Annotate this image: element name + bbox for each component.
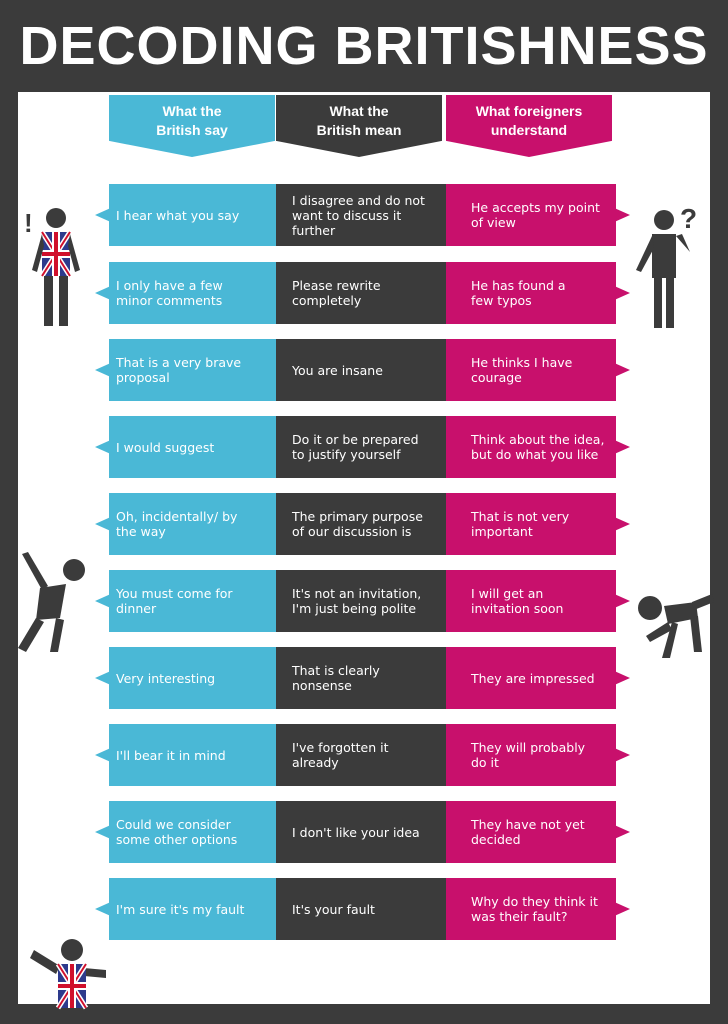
cell-line: completely — [292, 293, 362, 308]
cell-british-say: I'll bear it in mind — [95, 724, 276, 786]
cell-british-mean: It's your fault — [276, 878, 446, 940]
cell-line: proposal — [116, 370, 170, 385]
cell-line: of view — [471, 215, 516, 230]
cell-line: I've forgotten it — [292, 740, 389, 755]
page-title: DECODING BRITISHNESS — [19, 16, 709, 76]
cell-line: Very interesting — [116, 670, 216, 686]
cell-line: Think about the idea, — [471, 432, 605, 447]
cell-foreigners-understand: They are impressed — [446, 647, 630, 709]
cell-line: Oh, incidentally/ by — [116, 509, 238, 524]
cell-line: was their fault? — [471, 909, 568, 924]
cell-british-mean: I don't like your idea — [276, 801, 446, 863]
cell-british-mean: It's not an invitation,I'm just being po… — [276, 570, 446, 632]
cell-line: The primary purpose — [292, 509, 423, 524]
cell-british-say: I'm sure it's my fault — [95, 878, 276, 940]
cell-line: want to discuss it — [292, 207, 402, 223]
cell-line: dinner — [116, 601, 157, 616]
cell-line: They are impressed — [471, 670, 595, 686]
union-jack-man-exclaiming-icon: ! — [24, 208, 80, 326]
jpc-logo: jpc — [636, 952, 696, 1004]
cell-line: I hear what you say — [116, 207, 240, 223]
cell-line: do it — [471, 755, 499, 770]
cell-line: That is a very brave — [116, 355, 242, 370]
cell-foreigners-understand: Think about the idea,but do what you lik… — [446, 416, 630, 478]
cell-line: important — [471, 524, 533, 539]
cell-line: already — [292, 755, 339, 770]
cell-british-say: Very interesting — [95, 647, 276, 709]
cell-line: I disagree and do not — [292, 192, 425, 208]
question-mark: ? — [680, 203, 697, 234]
cell-line: few typos — [471, 293, 532, 308]
cell-line: but do what you like — [471, 447, 599, 462]
falling-man-icon — [18, 552, 85, 652]
cell-line: I will get an — [471, 586, 544, 601]
cell-line: That is clearly — [292, 663, 380, 678]
confused-man-icon: ? — [636, 203, 697, 328]
cell-line: You must come for — [116, 586, 233, 601]
cell-line: That is not very — [471, 509, 570, 524]
cell-line: I only have a few — [116, 278, 223, 293]
cell-british-say: I hear what you say — [95, 184, 276, 246]
union-jack-man-waving-icon — [30, 939, 106, 1010]
cell-line: He thinks I have — [471, 355, 573, 370]
cell-line: You are insane — [292, 362, 383, 378]
cell-line: Please rewrite — [292, 278, 381, 293]
cell-line: I don't like your idea — [292, 824, 420, 840]
cell-line: They have not yet — [471, 817, 585, 832]
cell-line: to justify yourself — [292, 447, 401, 462]
cell-line: I'm just being polite — [292, 601, 417, 616]
cell-line: I'm sure it's my fault — [116, 901, 245, 917]
running-man-icon — [638, 594, 714, 658]
cell-line: the way — [116, 524, 166, 539]
cell-line: They will probably — [471, 740, 586, 755]
cell-line: It's not an invitation, — [292, 586, 422, 601]
cell-british-mean: You are insane — [276, 339, 446, 401]
cell-line: He accepts my point — [471, 200, 600, 215]
cell-line: of our discussion is — [292, 524, 412, 539]
cell-british-say: I would suggest — [95, 416, 276, 478]
cell-line: Could we consider — [116, 817, 231, 832]
cell-line: courage — [471, 370, 522, 385]
cell-line: Do it or be prepared — [292, 432, 419, 447]
cell-line: further — [292, 222, 336, 238]
cell-line: It's your fault — [292, 901, 375, 917]
cell-line: decided — [471, 832, 521, 847]
exclamation-mark: ! — [24, 208, 33, 238]
cell-line: He has found a — [471, 278, 566, 293]
cell-line: I'll bear it in mind — [116, 747, 226, 763]
cell-line: I would suggest — [116, 439, 215, 455]
cell-line: minor comments — [116, 293, 223, 308]
cell-line: invitation soon — [471, 601, 564, 616]
cell-line: nonsense — [292, 678, 352, 693]
cell-line: Why do they think it — [471, 894, 598, 909]
cell-line: some other options — [116, 832, 238, 847]
